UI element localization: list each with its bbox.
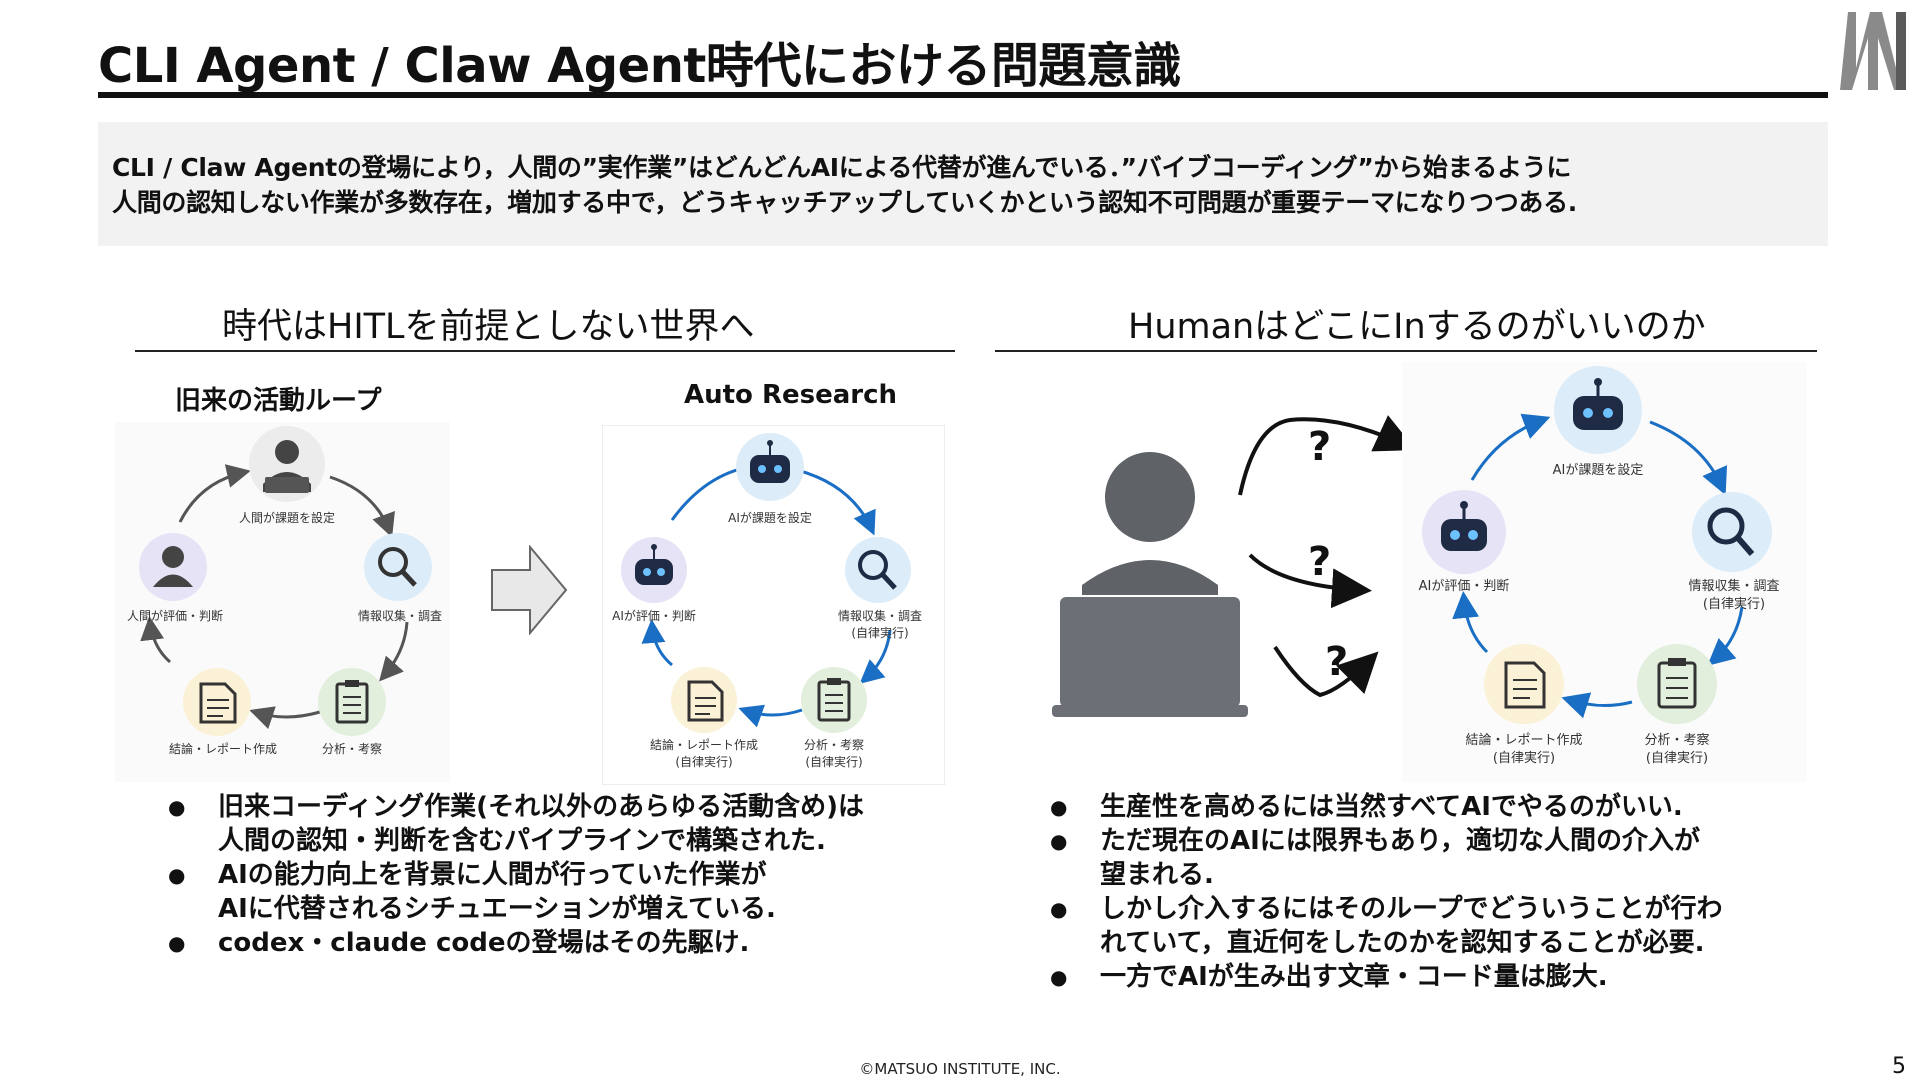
title-divider — [98, 92, 1828, 98]
old-loop-label: 旧来の活動ループ — [175, 386, 382, 416]
auto-step-2-sub: (自律実行) — [851, 625, 908, 640]
old-step-5: 人間が評価・判断 — [127, 608, 223, 623]
document-icon — [183, 668, 251, 736]
auto-research-diagram: AIが課題を設定 情報収集・調査 (自律実行) 分析・考察 (自律実行) 結論・… — [602, 425, 945, 785]
question-mark-3: ? — [1325, 639, 1348, 685]
search-icon — [1692, 492, 1772, 572]
clipboard-icon — [801, 667, 867, 733]
document-icon — [671, 667, 737, 733]
old-step-3: 分析・考察 — [322, 742, 382, 756]
cycle-step-1: AIが課題を設定 — [1553, 462, 1644, 478]
robot-icon — [736, 433, 804, 501]
summary-line-1: CLI / Claw Agentの登場により，人間の”実作業”はどんどんAIによ… — [112, 153, 1572, 182]
auto-step-4: 結論・レポート作成 — [650, 737, 758, 752]
right-section-rule — [995, 350, 1817, 352]
slide-title: CLI Agent / Claw Agent時代における問題意識 — [98, 38, 1181, 94]
right-arrow-icon — [491, 545, 568, 635]
clipboard-icon — [1637, 644, 1717, 724]
auto-step-1: AIが課題を設定 — [728, 510, 812, 525]
laptop-user-icon — [1052, 452, 1248, 717]
search-icon — [845, 537, 911, 603]
left-section-rule — [135, 350, 955, 352]
cycle-step-2-sub: (自律実行) — [1703, 596, 1765, 612]
robot-icon — [1422, 490, 1506, 574]
right-bullet-3: しかし介入するにはそのループでどういうことが行われていて，直近何をしたのかを認知… — [1050, 892, 1830, 960]
cycle-step-3-sub: (自律実行) — [1646, 750, 1708, 766]
old-step-1: 人間が課題を設定 — [239, 510, 335, 525]
cycle-step-4-sub: (自律実行) — [1493, 750, 1555, 766]
clipboard-icon — [318, 668, 386, 736]
right-bullet-list: 生産性を高めるには当然すべてAIでやるのがいい. ただ現在のAIには限界もあり，… — [1050, 790, 1830, 994]
auto-step-3: 分析・考察 — [804, 738, 864, 752]
cycle-step-3: 分析・考察 — [1644, 733, 1709, 748]
cycle-step-2: 情報収集・調査 — [1688, 578, 1779, 594]
person-icon — [249, 426, 325, 502]
left-bullet-list: 旧来コーディング作業(それ以外のあらゆる活動含め)は人間の認知・判断を含むパイプ… — [168, 790, 948, 960]
robot-icon — [621, 537, 687, 603]
right-section-heading: HumanはどこにInするのがいいのか — [1128, 307, 1706, 347]
page-number: 5 — [1892, 1054, 1906, 1079]
auto-step-4-sub: (自律実行) — [675, 754, 732, 769]
auto-step-5: AIが評価・判断 — [612, 608, 696, 623]
old-step-2: 情報収集・調査 — [358, 608, 442, 623]
auto-step-3-sub: (自律実行) — [805, 754, 862, 769]
summary-box: CLI / Claw Agentの登場により，人間の”実作業”はどんどんAIによ… — [98, 122, 1828, 246]
copyright-footer: ©MATSUO INSTITUTE, INC. — [859, 1060, 1061, 1078]
right-cycle-diagram: AIが課題を設定 情報収集・調査 (自律実行) 分析・考察 (自律実行) 結論・… — [1402, 362, 1807, 782]
human-intervention-diagram: ? ? ? — [1052, 415, 1416, 717]
left-bullet-3: codex・claude codeの登場はその先駆け. — [168, 926, 948, 960]
document-icon — [1484, 644, 1564, 724]
old-loop-diagram: 人間が課題を設定 情報収集・調査 分析・考察 結論・レポート作成 — [115, 422, 450, 782]
old-step-4: 結論・レポート作成 — [169, 741, 277, 756]
cycle-step-4: 結論・レポート作成 — [1465, 732, 1582, 748]
summary-line-2: 人間の認知しない作業が多数存在，増加する中で，どうキャッチアップしていくかという… — [112, 188, 1578, 217]
auto-research-label: Auto Research — [684, 380, 898, 410]
left-bullet-1: 旧来コーディング作業(それ以外のあらゆる活動含め)は人間の認知・判断を含むパイプ… — [168, 790, 948, 858]
logo-mark — [1840, 12, 1906, 90]
person-icon — [139, 533, 207, 601]
search-icon — [364, 533, 432, 601]
right-bullet-4: 一方でAIが生み出す文章・コード量は膨大. — [1050, 960, 1830, 994]
robot-icon — [1554, 366, 1642, 454]
right-bullet-1: 生産性を高めるには当然すべてAIでやるのがいい. — [1050, 790, 1830, 824]
question-mark-1: ? — [1308, 424, 1331, 470]
question-mark-2: ? — [1308, 539, 1331, 585]
left-section-heading: 時代はHITLを前提としない世界へ — [222, 307, 755, 347]
left-bullet-2: AIの能力向上を背景に人間が行っていた作業がAIに代替されるシチュエーションが増… — [168, 858, 948, 926]
cycle-step-5: AIが評価・判断 — [1419, 579, 1510, 594]
auto-step-2: 情報収集・調査 — [838, 608, 922, 623]
